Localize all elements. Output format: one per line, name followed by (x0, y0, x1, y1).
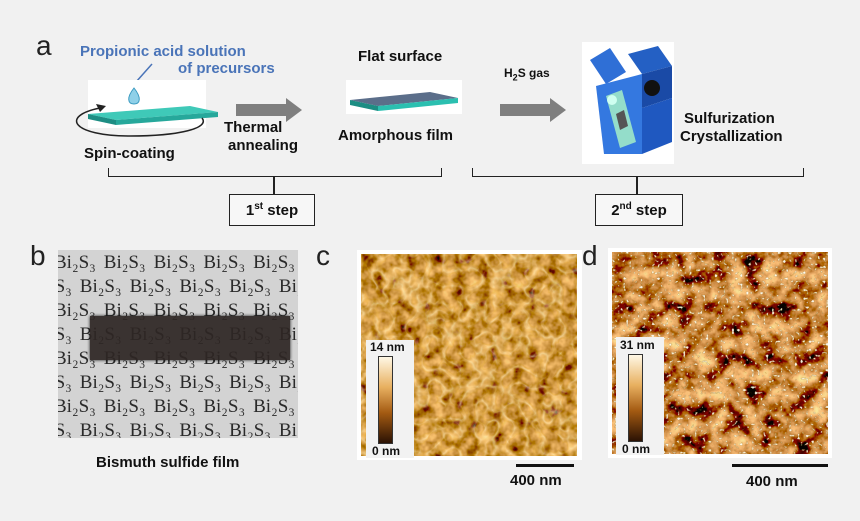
photo-caption: Bismuth sulfide film (96, 454, 240, 471)
furnace-lid (590, 48, 626, 84)
amorphous-film-illustration (346, 80, 462, 114)
step1-box: 1st step (229, 194, 315, 226)
pattern-word: Bi₂S₃ (103, 300, 146, 321)
scalebar-label-c: 400 nm (510, 472, 562, 489)
step2-bracket-stem (636, 176, 638, 194)
panel-label-d: d (582, 240, 598, 271)
furnace-top-block (628, 46, 672, 74)
pattern-word: Bi₂S₃ (129, 372, 172, 393)
pattern-word: Bi₂S₃ (203, 252, 246, 273)
spin-coating-label: Spin-coating (84, 145, 175, 162)
pattern-word: Bi₂S₃ (179, 276, 222, 297)
h2s-gas-label: H2S gas (504, 66, 550, 83)
process-arrow-2 (500, 98, 566, 122)
precursor-label-line1: Propionic acid solution (80, 43, 246, 60)
pattern-word: Bi₂S₃ (79, 372, 122, 393)
pattern-word: Bi₂S₃ (58, 276, 72, 297)
pattern-word: Bi₂S₃ (58, 348, 96, 369)
pattern-word: Bi₂S₃ (153, 300, 196, 321)
panel-label-b: b (30, 240, 46, 271)
pattern-word: Bi₂S₃ (253, 252, 295, 273)
precursor-label-line2: of precursors (178, 60, 275, 77)
pointer-line (135, 63, 153, 83)
scalebar-label-d: 400 nm (746, 473, 798, 490)
bi2s3-film-sample (90, 316, 290, 360)
step1-bracket-stem (273, 176, 275, 194)
bismuth-sulfide-photo: Bi₂S₃Bi₂S₃Bi₂S₃Bi₂S₃Bi₂S₃Bi₂S₃Bi₂S₃Bi₂S₃… (58, 250, 298, 438)
pattern-word: Bi₂S₃ (229, 372, 271, 393)
sample-in-tube (616, 110, 628, 130)
pattern-word: Bi₂S₃ (58, 396, 96, 417)
step2-bracket (472, 168, 804, 177)
colorbar-max-d: 31 nm (620, 338, 655, 352)
pattern-row: Bi₂S₃Bi₂S₃Bi₂S₃Bi₂S₃Bi₂S₃Bi₂S₃ (58, 396, 298, 418)
colorbar-c (378, 356, 393, 444)
pattern-word: Bi₂S₃ (278, 372, 298, 393)
crystallization-label: Crystallization (680, 128, 783, 145)
substrate-top (88, 106, 218, 120)
amorphous-film-label: Amorphous film (338, 127, 453, 144)
rotation-arrowhead-icon (96, 104, 106, 112)
pattern-word: Bi₂S₃ (129, 276, 172, 297)
step1-label: 1st step (245, 201, 299, 219)
sulfurization-furnace-illustration (582, 42, 674, 164)
pattern-word: Bi₂S₃ (58, 324, 72, 345)
pattern-word: Bi₂S₃ (253, 396, 295, 417)
pattern-word: Bi₂S₃ (278, 276, 298, 297)
thermal-label: Thermal (224, 119, 283, 136)
film-top (350, 92, 458, 106)
pattern-word: Bi₂S₃ (203, 396, 246, 417)
pattern-word: Bi₂S₃ (229, 276, 271, 297)
pattern-word: Bi₂S₃ (179, 372, 222, 393)
pattern-word: Bi₂S₃ (58, 372, 72, 393)
film-front (378, 98, 458, 111)
panel-label-c: c (316, 240, 330, 271)
process-arrow-1 (236, 98, 302, 122)
colorbar-min-d: 0 nm (622, 442, 651, 456)
pattern-word: Bi₂S₃ (278, 420, 298, 438)
pattern-word: Bi₂S₃ (203, 300, 246, 321)
substrate-front (116, 112, 218, 125)
substrate-side (88, 114, 116, 125)
pattern-word: Bi₂S₃ (129, 420, 172, 438)
pattern-word: Bi₂S₃ (253, 300, 295, 321)
pattern-word: Bi₂S₃ (58, 420, 72, 438)
pattern-word: Bi₂S₃ (229, 420, 271, 438)
pattern-word: Bi₂S₃ (103, 396, 146, 417)
tube-opening-icon (607, 95, 617, 105)
pattern-word: Bi₂S₃ (153, 396, 196, 417)
pattern-row: Bi₂S₃ Bi₂S₃ Bi₂S₃ Bi₂S₃ Bi₂S₃ Bi₂S₃ (58, 420, 298, 438)
pattern-word: Bi₂S₃ (179, 420, 222, 438)
pattern-row: Bi₂S₃Bi₂S₃Bi₂S₃Bi₂S₃Bi₂S₃Bi₂S₃ (58, 252, 298, 274)
furnace-port-icon (644, 80, 660, 96)
pattern-word: Bi₂S₃ (103, 252, 146, 273)
scalebar-d (732, 464, 828, 467)
colorbar-min-c: 0 nm (372, 444, 401, 458)
pattern-row: Bi₂S₃ Bi₂S₃ Bi₂S₃ Bi₂S₃ Bi₂S₃ Bi₂S₃ (58, 372, 298, 394)
film-side (350, 100, 378, 111)
furnace-base (642, 98, 672, 154)
sulfurization-label: Sulfurization (684, 110, 775, 127)
rotation-arrow-icon (75, 107, 205, 137)
pattern-row: Bi₂S₃ Bi₂S₃ Bi₂S₃ Bi₂S₃ Bi₂S₃ Bi₂S₃ (58, 276, 298, 298)
pattern-word: Bi₂S₃ (79, 276, 122, 297)
spin-coating-illustration (75, 63, 218, 137)
colorbar-d (628, 354, 643, 442)
annealing-label: annealing (228, 137, 299, 154)
pattern-word: Bi₂S₃ (58, 252, 96, 273)
step1-bracket (108, 168, 442, 177)
step2-box: 2nd step (595, 194, 683, 226)
pattern-word: Bi₂S₃ (153, 252, 196, 273)
flat-surface-label: Flat surface (358, 48, 443, 65)
pattern-word: Bi₂S₃ (79, 420, 122, 438)
pattern-row: Bi₂S₃Bi₂S₃Bi₂S₃Bi₂S₃Bi₂S₃Bi₂S₃ (58, 300, 298, 322)
droplet-icon (128, 87, 140, 105)
step2-label: 2nd step (611, 201, 667, 219)
scalebar-c (516, 464, 574, 467)
colorbar-max-c: 14 nm (370, 340, 405, 354)
panel-label-a: a (36, 30, 52, 61)
pattern-word: Bi₂S₃ (58, 300, 96, 321)
